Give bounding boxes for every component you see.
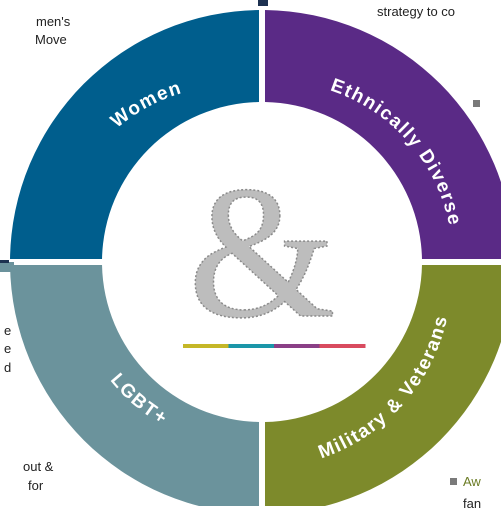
text-fragment: Aw [463,474,481,489]
text-fragment: out & [23,459,54,474]
text-fragment: d [4,360,12,375]
text-fragment: Move [35,32,67,47]
accent-bar [0,262,14,272]
underline-segment [274,344,320,348]
ring-segment-women [10,10,260,260]
text-fragment: e [4,323,12,338]
underline-segment [183,344,229,348]
bullet-icon [473,100,480,107]
top-marker [258,0,268,6]
text-fragment: e [4,341,12,356]
accent-bar [0,260,9,263]
ring-segment-military-veterans [265,265,501,506]
text-fragment: strategy to co [377,4,456,19]
ring-segment-ethnically-diverse [265,10,501,259]
center-ampersand-graphic: & [187,147,336,359]
ampersand-symbol: & [188,148,336,358]
underline-segment [228,344,275,348]
ring-segment-lgbt [10,265,259,506]
color-underline [183,344,366,348]
text-fragment: for [28,478,44,493]
underline-segment [319,344,366,348]
bullet-icon [450,478,457,485]
text-fragment: men's [36,14,71,29]
